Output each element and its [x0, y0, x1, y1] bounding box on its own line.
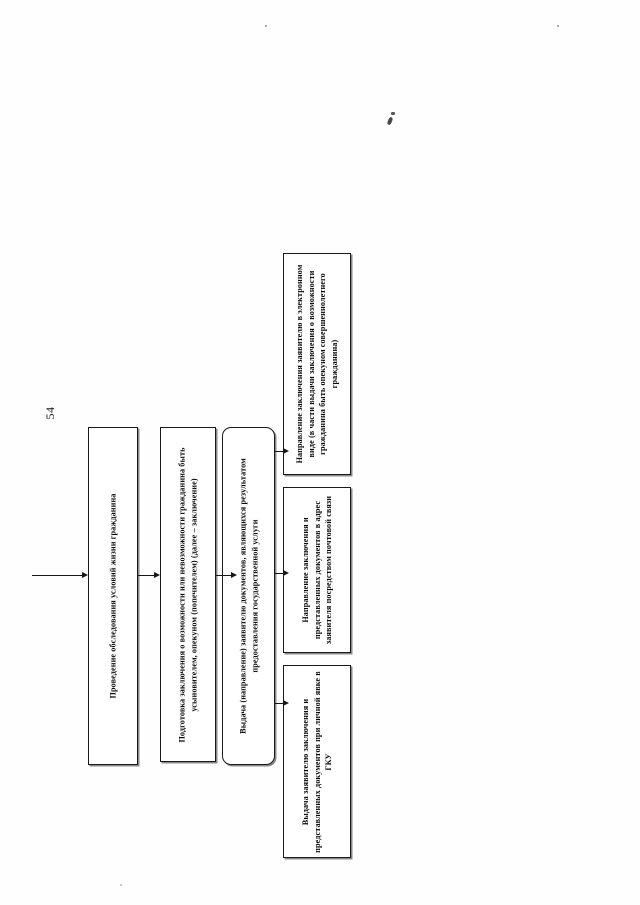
arrow-line: [216, 575, 233, 577]
flow-node-in-person-delivery: Выдача заявителю заключения и представле…: [283, 665, 351, 858]
flow-node-issue-documents-label: Выдача (направление) заявителю документо…: [238, 458, 259, 734]
scan-artifact-mark: [391, 112, 395, 115]
arrow-head-icon: [283, 570, 289, 577]
scan-speck: [120, 884, 122, 886]
arrow-head-icon: [283, 700, 289, 707]
scan-speck: [557, 25, 559, 27]
arrow-head-icon: [283, 448, 289, 455]
page-number: 54: [42, 406, 57, 420]
scan-artifact-mark: [386, 116, 394, 126]
flow-node-postal-delivery-label: Направление заключения и представленных …: [300, 495, 333, 645]
arrow-line: [275, 703, 285, 705]
arrow-issue-to-electronic: [275, 448, 291, 456]
arrow-conclusion-to-issue: [216, 572, 240, 580]
flow-node-conclusion-label: Подготовка заключения о возможности или …: [177, 446, 199, 743]
arrow-issue-to-in-person: [275, 700, 291, 708]
flow-node-issue-documents: Выдача (направление) заявителю документо…: [222, 427, 275, 765]
arrow-head-icon: [231, 572, 237, 579]
arrow-line: [275, 451, 285, 453]
arrow-line: [32, 575, 84, 577]
arrow-entry-to-survey: [32, 572, 90, 580]
flow-node-conclusion: Подготовка заключения о возможности или …: [160, 427, 216, 762]
arrow-survey-to-conclusion: [138, 572, 162, 580]
flow-node-survey: Проведение обследования условий жизни гр…: [88, 427, 138, 765]
arrow-line: [138, 575, 156, 577]
scan-speck: [265, 25, 267, 27]
arrow-head-icon: [154, 572, 160, 579]
arrow-head-icon: [82, 572, 88, 579]
arrow-issue-to-postal: [275, 570, 291, 578]
arrow-line: [275, 573, 285, 575]
flow-node-electronic-delivery-label: Направление заключения заявителю в элект…: [295, 264, 339, 464]
flow-node-postal-delivery: Направление заключения и представленных …: [283, 487, 351, 653]
flow-node-in-person-delivery-label: Выдача заявителю заключения и представле…: [300, 670, 333, 853]
flow-node-electronic-delivery: Направление заключения заявителю в элект…: [283, 253, 351, 475]
flow-node-survey-label: Проведение обследования условий жизни гр…: [108, 493, 118, 699]
